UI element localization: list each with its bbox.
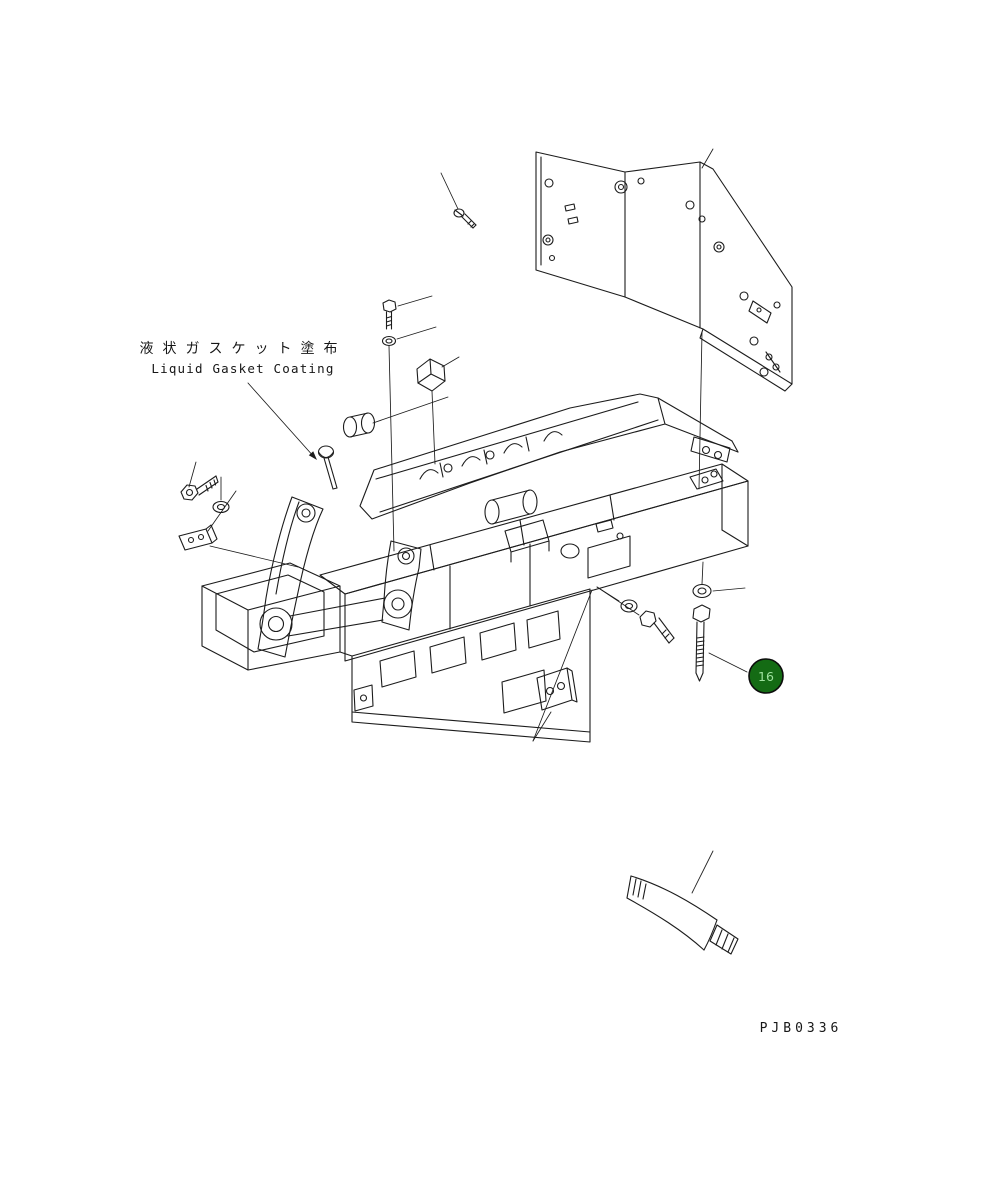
washer-top bbox=[381, 335, 397, 347]
callout-16-badge[interactable]: 16 bbox=[748, 658, 784, 694]
gasket-note-jp: 液状ガスケット塗布 bbox=[140, 340, 347, 357]
screw-top-left bbox=[453, 208, 477, 229]
lift-bracket-plates bbox=[257, 496, 422, 658]
drawing-code: PJB0336 bbox=[760, 1021, 843, 1036]
washer-right bbox=[692, 583, 712, 599]
bolt-left bbox=[180, 475, 219, 501]
plate-left bbox=[178, 524, 218, 551]
bracket-bottom bbox=[536, 667, 578, 711]
bolt-bottom bbox=[639, 610, 675, 644]
leader-lines bbox=[188, 148, 748, 894]
rear-panel bbox=[535, 151, 793, 392]
gasket-tube bbox=[626, 875, 739, 955]
inner-frame-guard bbox=[359, 393, 739, 520]
gasket-arrowhead bbox=[308, 451, 317, 460]
washer-left bbox=[212, 500, 230, 514]
gasket-note: 液状ガスケット塗布 Liquid Gasket Coating bbox=[140, 340, 347, 376]
bolt-top bbox=[382, 299, 397, 330]
callout-16-number: 16 bbox=[758, 669, 774, 684]
main-frame bbox=[201, 463, 749, 743]
bolt-right-long bbox=[692, 604, 711, 682]
plug bbox=[317, 445, 338, 490]
callout-16-circle[interactable] bbox=[748, 658, 784, 694]
diagram-artwork bbox=[178, 148, 793, 955]
gasket-note-en: Liquid Gasket Coating bbox=[151, 361, 334, 376]
washer-bottom bbox=[620, 599, 638, 613]
bracket-top bbox=[416, 358, 446, 392]
bushing bbox=[342, 412, 376, 438]
